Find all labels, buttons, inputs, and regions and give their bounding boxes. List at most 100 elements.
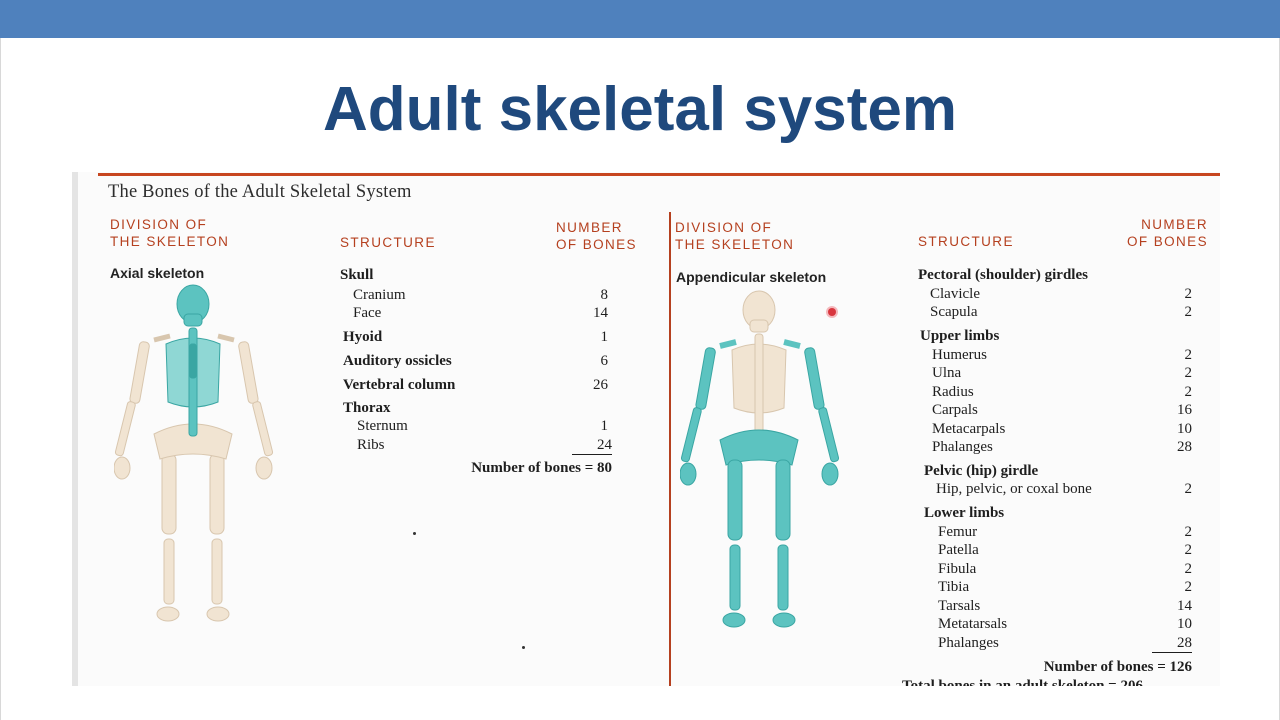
left-tibia [729, 544, 741, 611]
scanned-table-image: The Bones of the Adult Skeletal System D… [72, 172, 1220, 686]
structure-label: Metacarpals [932, 421, 1006, 437]
division-header-line1: DIVISION OF [110, 217, 208, 232]
bone-count: 1 [600, 329, 609, 345]
structure-label: Metatarsals [938, 616, 1008, 632]
left-hand [114, 456, 131, 480]
bone-count: 2 [1184, 579, 1193, 595]
division-header-line1: DIVISION OF [675, 220, 773, 235]
structure-label: Sternum [357, 418, 408, 434]
table-title: The Bones of the Adult Skeletal System [108, 182, 412, 202]
laser-pointer-dot [828, 308, 836, 316]
appendicular-division-name: Appendicular skeleton [676, 269, 827, 285]
left-foot [156, 606, 180, 622]
bone-count: 8 [600, 287, 609, 303]
structure-label: Tibia [938, 579, 970, 595]
bone-count: 26 [593, 377, 608, 393]
pelvis [153, 423, 233, 460]
right-forearm [818, 407, 840, 463]
right-humerus [238, 341, 259, 404]
right-femur [775, 459, 791, 541]
structure-label: Upper limbs [920, 328, 1000, 344]
left-femur [161, 453, 177, 535]
bone-count: 10 [1177, 616, 1192, 632]
left-humerus [695, 347, 716, 410]
axial-total: Number of bones = 80 [471, 460, 612, 476]
slide-header-bar [0, 0, 1280, 38]
pelvis [719, 429, 799, 466]
scan-speck [413, 532, 416, 535]
structure-label: Pectoral (shoulder) girdles [918, 267, 1088, 283]
bone-count: 2 [1184, 542, 1193, 558]
bone-count: 16 [1177, 402, 1192, 418]
left-tibia [163, 538, 175, 605]
structure-label: Auditory ossicles [343, 353, 452, 369]
structure-label: Clavicle [930, 286, 980, 302]
right-tibia [777, 544, 789, 611]
number-header-line1: NUMBER [556, 220, 623, 235]
bone-count: 24 [572, 436, 612, 455]
structure-label: Lower limbs [924, 505, 1005, 521]
structure-label: Femur [938, 524, 978, 540]
left-humerus [129, 341, 150, 404]
sternum [189, 343, 197, 379]
bone-count: 28 [1177, 439, 1192, 455]
number-header-left: NUMBER OF BONES [556, 219, 637, 253]
left-forearm [114, 401, 136, 457]
clavicles [153, 333, 235, 343]
vertebral-column [754, 333, 764, 443]
bone-count: 2 [1184, 561, 1193, 577]
structure-label: Vertebral column [343, 377, 456, 393]
structure-label: Skull [340, 267, 374, 283]
appendicular-total: Number of bones = 126 [1043, 659, 1192, 675]
structure-label: Carpals [932, 402, 978, 418]
bone-count: 2 [1184, 384, 1193, 400]
structure-label: Hyoid [343, 329, 383, 345]
number-header-line2: OF BONES [1127, 234, 1208, 249]
bone-count: 10 [1177, 421, 1192, 437]
number-header-line1: NUMBER [1141, 217, 1208, 232]
right-humerus [804, 347, 825, 410]
division-header-line2: THE SKELETON [675, 237, 795, 252]
bone-count: 2 [1184, 365, 1193, 381]
right-hand [255, 456, 273, 480]
structure-label: Fibula [938, 561, 977, 577]
structure-label: Tarsals [938, 598, 981, 614]
axial-skeleton-illustration [114, 284, 274, 622]
structure-header-right: STRUCTURE [918, 234, 1014, 249]
structure-label: Hip, pelvic, or coxal bone [936, 481, 1092, 497]
structure-label: Thorax [343, 400, 391, 416]
table-top-rule [98, 173, 1220, 176]
bone-count: 14 [1177, 598, 1192, 614]
slide-left-edge [0, 38, 1, 720]
axial-division-name: Axial skeleton [110, 265, 205, 281]
scan-edge-shadow [72, 172, 78, 686]
slide-title: Adult skeletal system [322, 75, 958, 144]
structure-label: Face [353, 305, 382, 321]
right-foot [206, 606, 230, 622]
bone-count: 2 [1184, 481, 1193, 497]
right-hand [821, 462, 839, 486]
structure-label: Humerus [932, 347, 987, 363]
left-femur [727, 459, 743, 541]
left-hand [680, 462, 697, 486]
division-header-left: DIVISION OF THE SKELETON [110, 216, 229, 250]
jaw [749, 319, 769, 333]
right-forearm [252, 401, 274, 457]
bone-count: 6 [600, 353, 609, 369]
number-header-right: NUMBER OF BONES [1112, 216, 1208, 250]
structure-label: Radius [932, 384, 974, 400]
bone-count: 2 [1184, 347, 1193, 363]
structure-label: Cranium [353, 287, 406, 303]
structure-label: Scapula [930, 304, 978, 320]
left-foot [722, 612, 746, 628]
structure-label: Pelvic (hip) girdle [924, 463, 1039, 479]
structure-label: Patella [938, 542, 979, 558]
left-forearm [680, 407, 702, 463]
clavicles [719, 339, 801, 349]
division-header-line2: THE SKELETON [110, 234, 230, 249]
bone-count: 2 [1184, 286, 1193, 302]
column-divider [669, 212, 671, 686]
appendicular-skeleton-illustration [680, 290, 840, 628]
number-header-line2: OF BONES [556, 237, 637, 252]
structure-label: Phalanges [932, 439, 993, 455]
